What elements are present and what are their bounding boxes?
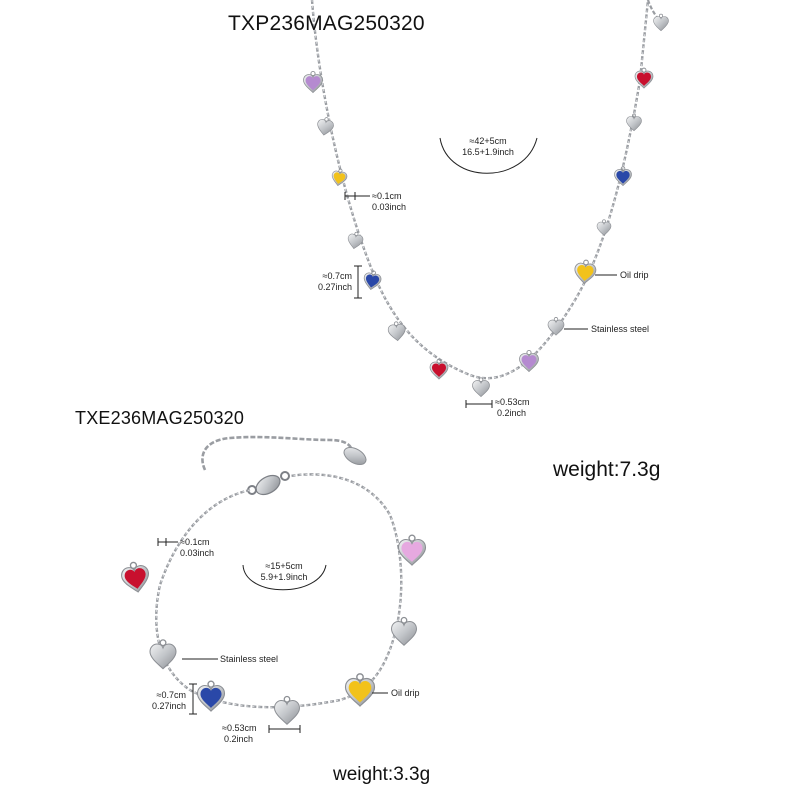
bracelet-thickness-cm: ≈0.1cm xyxy=(180,537,210,547)
bracelet-extender-tag xyxy=(343,446,367,466)
necklace-weight: weight:7.3g xyxy=(553,458,661,481)
necklace-charm-steel xyxy=(317,117,334,136)
necklace-thickness-inch: 0.03inch xyxy=(372,202,407,212)
bracelet-charm-steel xyxy=(149,639,177,670)
necklace-charm-steel xyxy=(472,377,490,398)
bracelet-length-cm: ≈15+5cm xyxy=(265,561,303,571)
necklace-length-label: ≈42+5cm 16.5+1.9inch xyxy=(448,136,528,158)
bracelet-charm-height-cm: ≈0.7cm xyxy=(156,690,186,700)
necklace-thickness-marker xyxy=(344,192,370,200)
necklace-charm-height-marker xyxy=(354,265,362,299)
necklace-charm-width-inch: 0.2inch xyxy=(497,408,527,418)
bracelet-length-label: ≈15+5cm 5.9+1.9inch xyxy=(244,561,324,583)
bracelet-charm-height-marker xyxy=(189,683,197,715)
bracelet-oil-drip-label: Oil drip xyxy=(391,688,420,698)
bracelet-charm-red xyxy=(121,561,149,593)
bracelet-charm-height-label: ≈0.7cm 0.27inch xyxy=(130,690,186,712)
bracelet-lobster-clasp xyxy=(247,471,290,496)
bracelet-charm-width-cm: ≈0.53cm xyxy=(222,723,257,733)
necklace-sku: TXP236MAG250320 xyxy=(228,12,425,35)
necklace-charm-blue xyxy=(363,270,382,291)
bracelet-length-inch: 5.9+1.9inch xyxy=(260,572,308,582)
necklace-charm-steel xyxy=(653,13,669,32)
bracelet-length-arc xyxy=(242,564,327,591)
necklace-charm-height-label: ≈0.7cm 0.27inch xyxy=(296,271,352,293)
necklace-charm-purple xyxy=(303,70,323,94)
bracelet-charm-blue xyxy=(196,680,226,712)
necklace-thickness-label: ≈0.1cm 0.03inch xyxy=(372,191,406,213)
bracelet-weight: weight:3.3g xyxy=(333,764,431,785)
necklace-charm-purple xyxy=(519,349,539,373)
necklace-charm-width-label: ≈0.53cm 0.2inch xyxy=(495,397,529,419)
necklace-oil-drip-label: Oil drip xyxy=(620,270,649,280)
bracelet-chain xyxy=(155,473,403,709)
bracelet-thickness-inch: 0.03inch xyxy=(180,548,215,558)
necklace-charm-red xyxy=(634,67,654,89)
necklace-charm-height-inch: 0.27inch xyxy=(317,282,352,292)
bracelet-charm-yellow xyxy=(344,673,376,707)
bracelet-thickness-marker xyxy=(157,538,178,546)
necklace-charm-width-marker xyxy=(465,400,493,408)
necklace-charm-steel xyxy=(547,317,565,336)
necklace-charm-steel xyxy=(347,231,364,250)
bracelet-charm-height-inch: 0.27inch xyxy=(151,701,186,711)
bracelet-material-label: Stainless steel xyxy=(220,654,279,664)
necklace-charm-steel xyxy=(596,219,612,236)
bracelet-charm-pink xyxy=(397,534,427,566)
bracelet-sku: TXE236MAG250320 xyxy=(75,408,245,428)
bracelet-charm-width-label: ≈0.53cm 0.2inch xyxy=(222,723,256,745)
necklace-charm-steel xyxy=(626,113,642,132)
bracelet-charm-steel xyxy=(273,695,301,725)
necklace-charm-red xyxy=(429,358,449,380)
necklace-thickness-cm: ≈0.1cm xyxy=(372,191,402,201)
bracelet-charm-steel xyxy=(390,616,418,646)
bracelet-thickness-label: ≈0.1cm 0.03inch xyxy=(180,537,214,559)
necklace-charm-height-cm: ≈0.7cm xyxy=(322,271,352,281)
necklace-chain xyxy=(310,0,650,380)
necklace-charm-steel xyxy=(387,321,406,342)
bracelet-extender-chain xyxy=(201,435,354,471)
necklace-material-label: Stainless steel xyxy=(591,324,650,334)
bracelet-charm-width-inch: 0.2inch xyxy=(224,734,254,744)
necklace-charm-width-cm: ≈0.53cm xyxy=(495,397,530,407)
bracelet-charm-width-marker xyxy=(268,725,301,733)
necklace-length-cm: ≈42+5cm xyxy=(469,136,507,146)
necklace-length-inch: 16.5+1.9inch xyxy=(462,147,514,157)
necklace-charm-yellow xyxy=(574,259,597,285)
necklace-length-arc xyxy=(439,137,538,174)
necklace-charm-yellow xyxy=(331,168,348,187)
necklace-charm-blue xyxy=(614,166,632,187)
